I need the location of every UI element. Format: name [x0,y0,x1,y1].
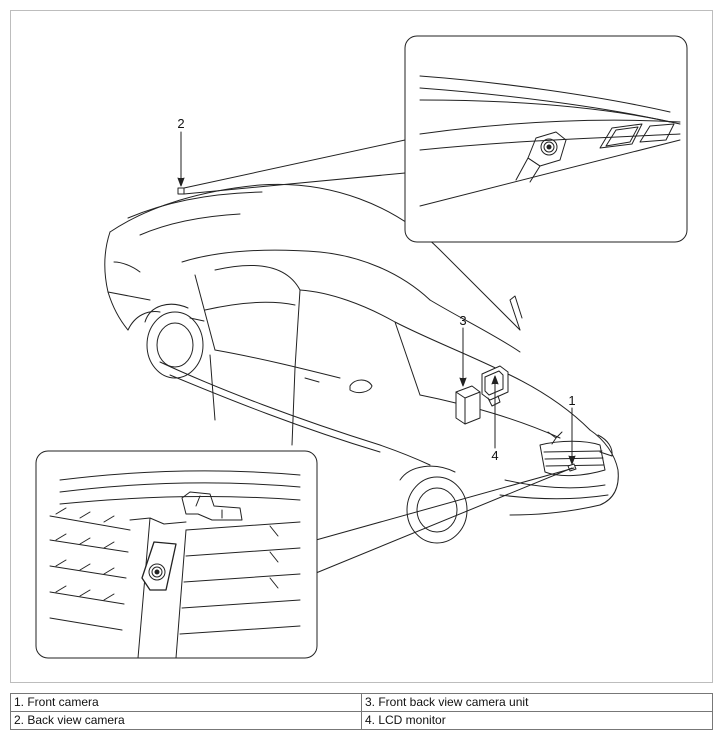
legend-item-front-camera: 1. Front camera [10,693,362,712]
legend-item-camera-unit: 3. Front back view camera unit [361,693,713,712]
callout-1: 1 [568,393,575,408]
callout-4: 4 [491,448,498,463]
legend-item-lcd-monitor: 4. LCD monitor [361,711,713,730]
callout-2: 2 [177,116,184,131]
callout-3: 3 [459,313,466,328]
legend-item-back-view-camera: 2. Back view camera [10,711,362,730]
legend-row: 1. Front camera 3. Front back view camer… [10,693,713,712]
legend-table: 1. Front camera 3. Front back view camer… [10,693,713,730]
car-illustration [104,183,619,544]
camera-lens-icon [154,569,160,575]
back-camera-marker [177,187,185,195]
rear-camera-inset [404,35,688,243]
legend-row: 2. Back view camera 4. LCD monitor [10,711,713,730]
front-camera-inset [35,450,318,659]
camera-lens-icon [546,144,552,150]
camera-unit-box [455,385,481,425]
vehicle-diagram: 2 3 4 1 [35,35,688,659]
